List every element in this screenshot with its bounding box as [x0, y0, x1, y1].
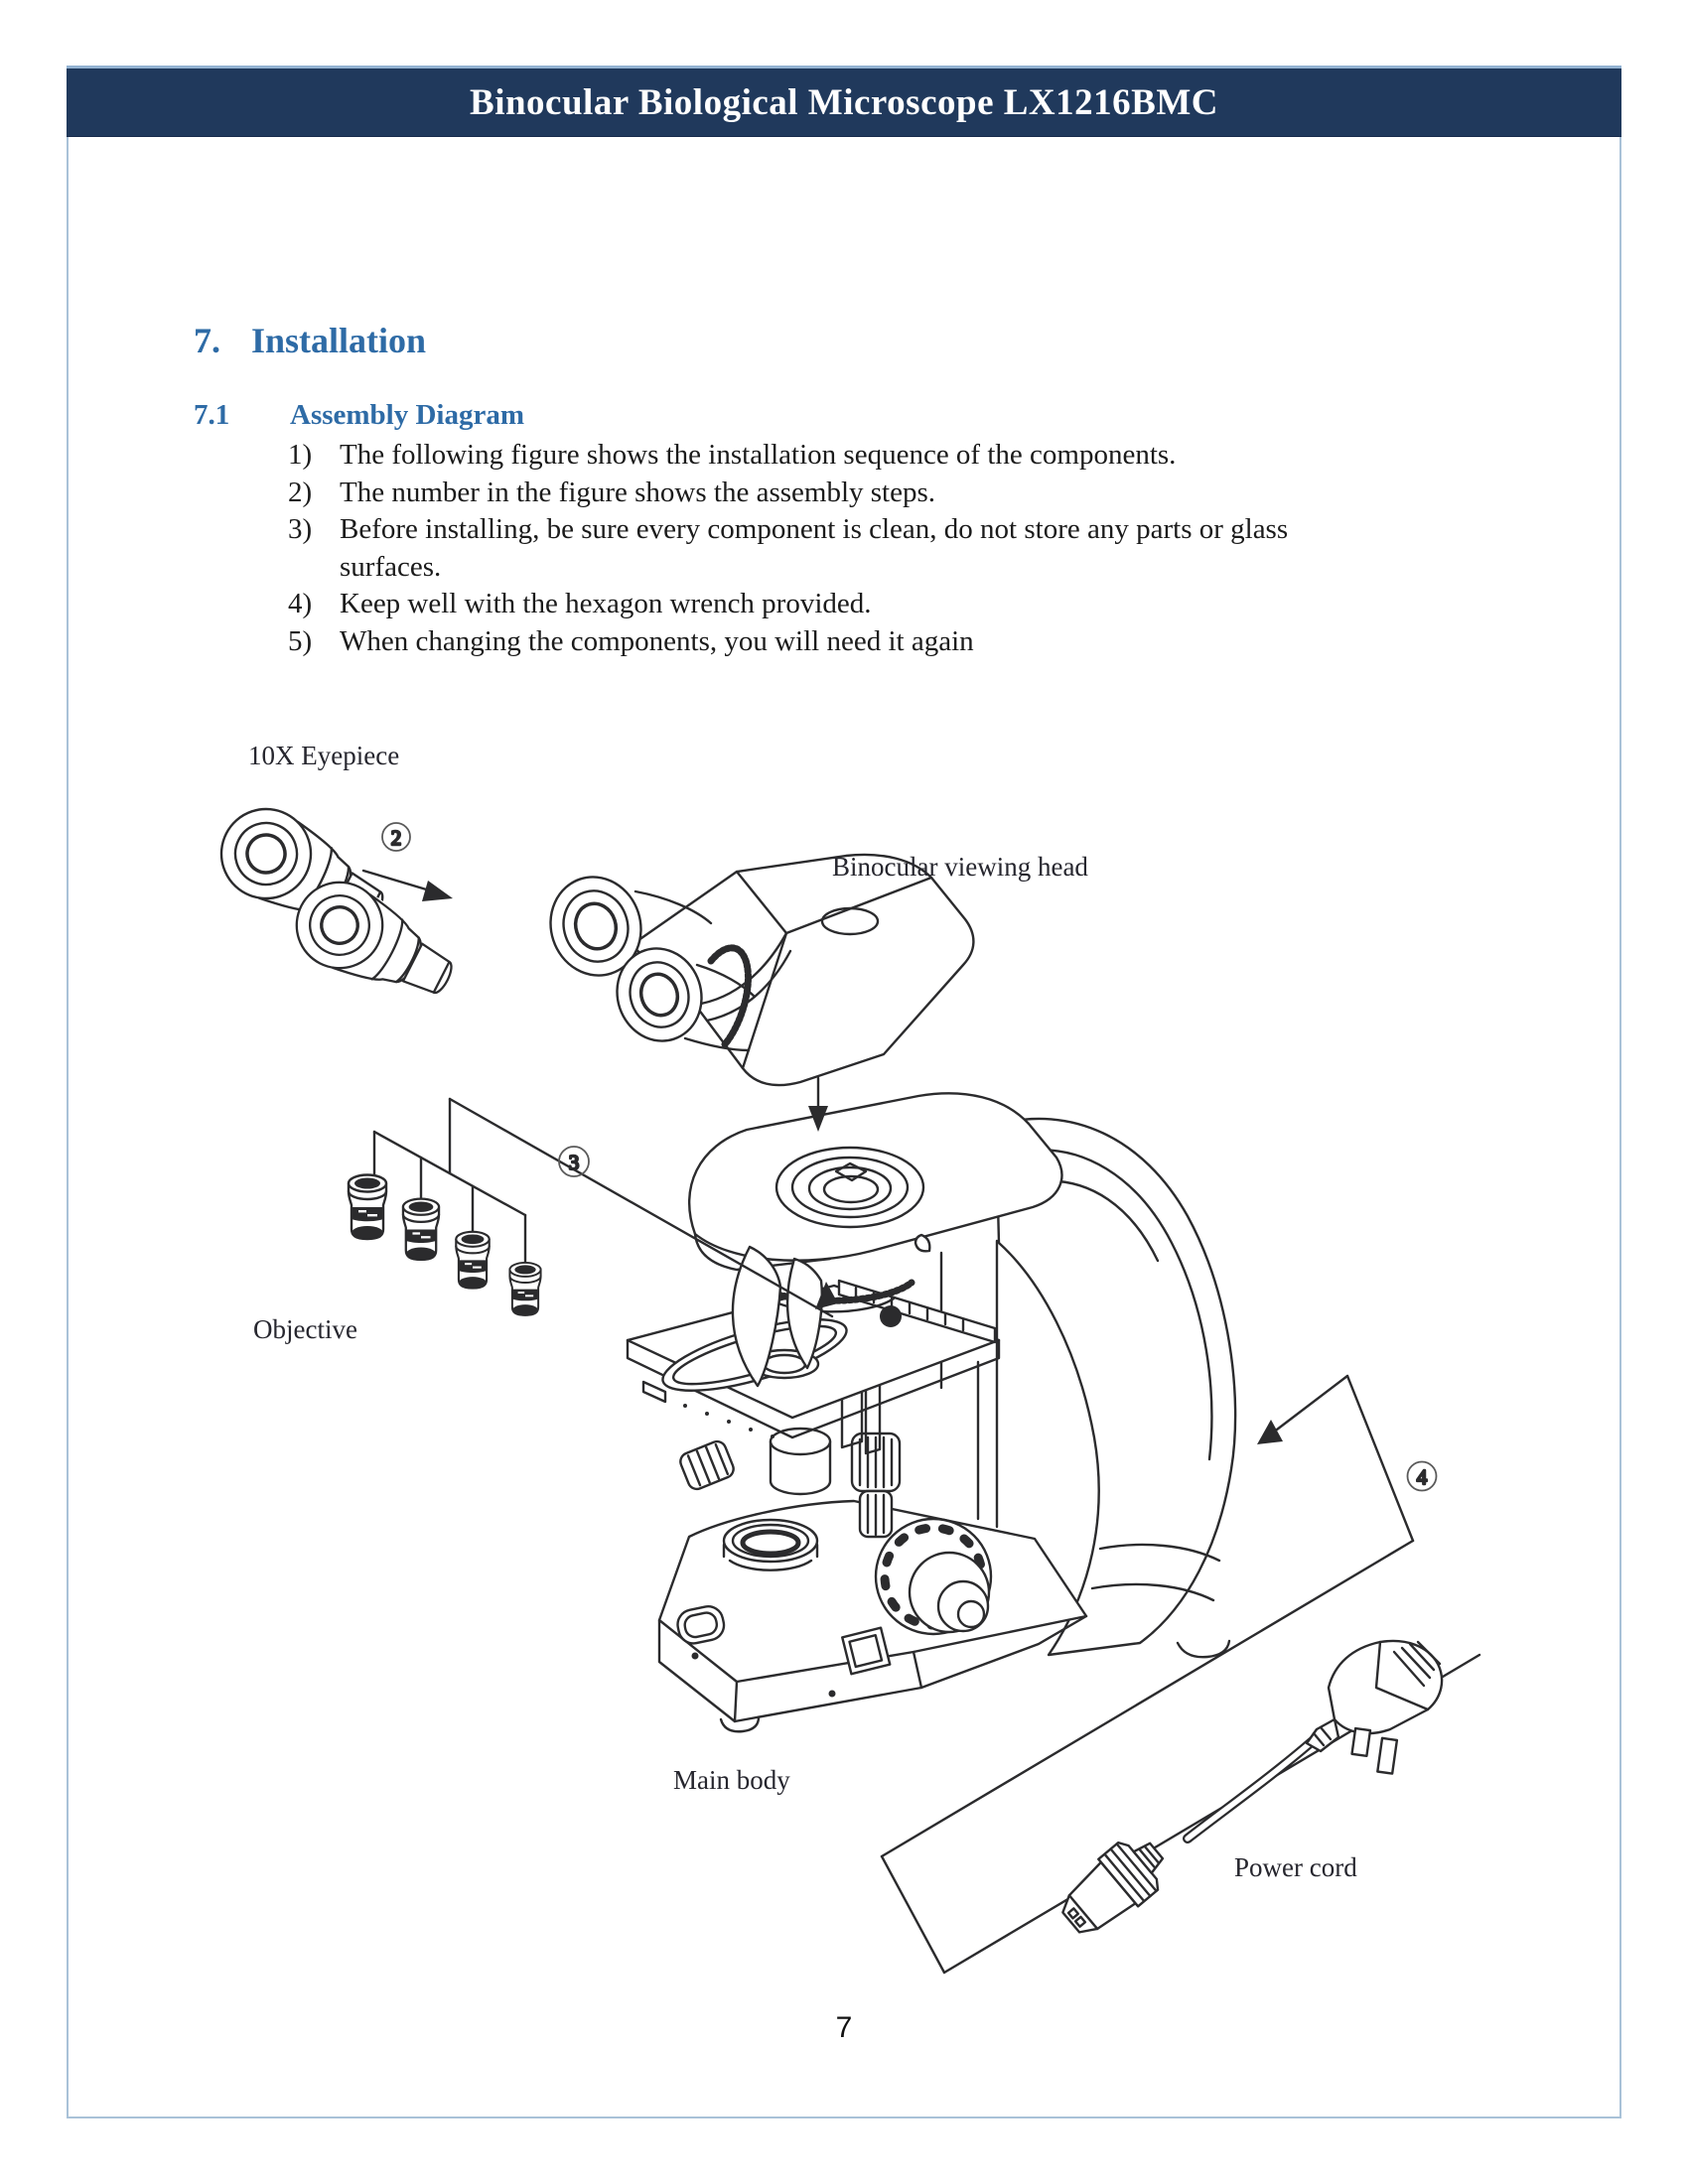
- subsection-heading: 7.1 Assembly Diagram: [194, 399, 524, 432]
- main-body-drawing: [626, 1092, 1237, 1733]
- power-cord-label: Power cord: [1234, 1852, 1357, 1882]
- list-item: 2)The number in the figure shows the ass…: [288, 476, 936, 508]
- arrow-head-icon: [815, 1282, 838, 1309]
- c13-connector: [1061, 1841, 1165, 1934]
- illuminator-lens: [722, 1518, 819, 1571]
- arrow-head-icon: [1257, 1420, 1283, 1444]
- section-number: 7.: [194, 321, 220, 360]
- eyepieces-drawing: [219, 807, 453, 995]
- power-cord-drawing: [1061, 1639, 1444, 1934]
- condenser-knob: [850, 1432, 902, 1539]
- objective-label: Objective: [253, 1314, 357, 1344]
- list-item: 5)When changing the components, you will…: [288, 624, 974, 657]
- eyepiece-label: 10X Eyepiece: [248, 741, 399, 770]
- section-heading: 7. Installation: [194, 320, 426, 361]
- head-mount-plate: [687, 1092, 1063, 1272]
- step2-arrow: [361, 869, 453, 901]
- base-switch: [676, 1604, 726, 1645]
- objectives-drawing: [347, 1173, 542, 1316]
- arrow-head-icon: [422, 881, 453, 901]
- subsection-title: Assembly Diagram: [290, 399, 525, 431]
- page-header: Binocular Biological Microscope LX1216BM…: [67, 66, 1621, 137]
- step3-badge: 3: [558, 1146, 590, 1177]
- section-title: Installation: [251, 321, 427, 360]
- power-plug: [1305, 1639, 1444, 1775]
- base-socket: [841, 1626, 892, 1676]
- arrow-head-icon: [808, 1106, 828, 1132]
- main-body-label: Main body: [673, 1765, 790, 1795]
- viewing-head-label: Binocular viewing head: [832, 852, 1088, 882]
- subsection-number: 7.1: [194, 399, 230, 431]
- step2-number: 2: [391, 826, 402, 850]
- list-item: 3)Before installing, be sure every compo…: [288, 513, 1289, 583]
- instruction-list: 1)The following figure shows the install…: [288, 437, 1340, 660]
- assembly-arrow-down: [808, 1076, 828, 1132]
- stage-knob: [679, 1439, 735, 1491]
- step4-badge: 4: [1406, 1460, 1438, 1492]
- page-number: 7: [835, 2011, 853, 2044]
- list-item: 4)Keep well with the hexagon wrench prov…: [288, 588, 872, 619]
- viewing-head-drawing: [549, 853, 975, 1087]
- page-title: Binocular Biological Microscope LX1216BM…: [470, 81, 1218, 123]
- step2-badge: 2: [381, 822, 411, 852]
- step3-leader: [448, 1097, 838, 1318]
- step3-number: 3: [569, 1151, 580, 1174]
- page-border: [67, 66, 1621, 2118]
- focus-knob: [874, 1517, 993, 1636]
- objective-bracket-lines: [372, 1097, 527, 1265]
- step4-number: 4: [1417, 1465, 1428, 1489]
- list-item: 1)The following figure shows the install…: [288, 439, 1177, 471]
